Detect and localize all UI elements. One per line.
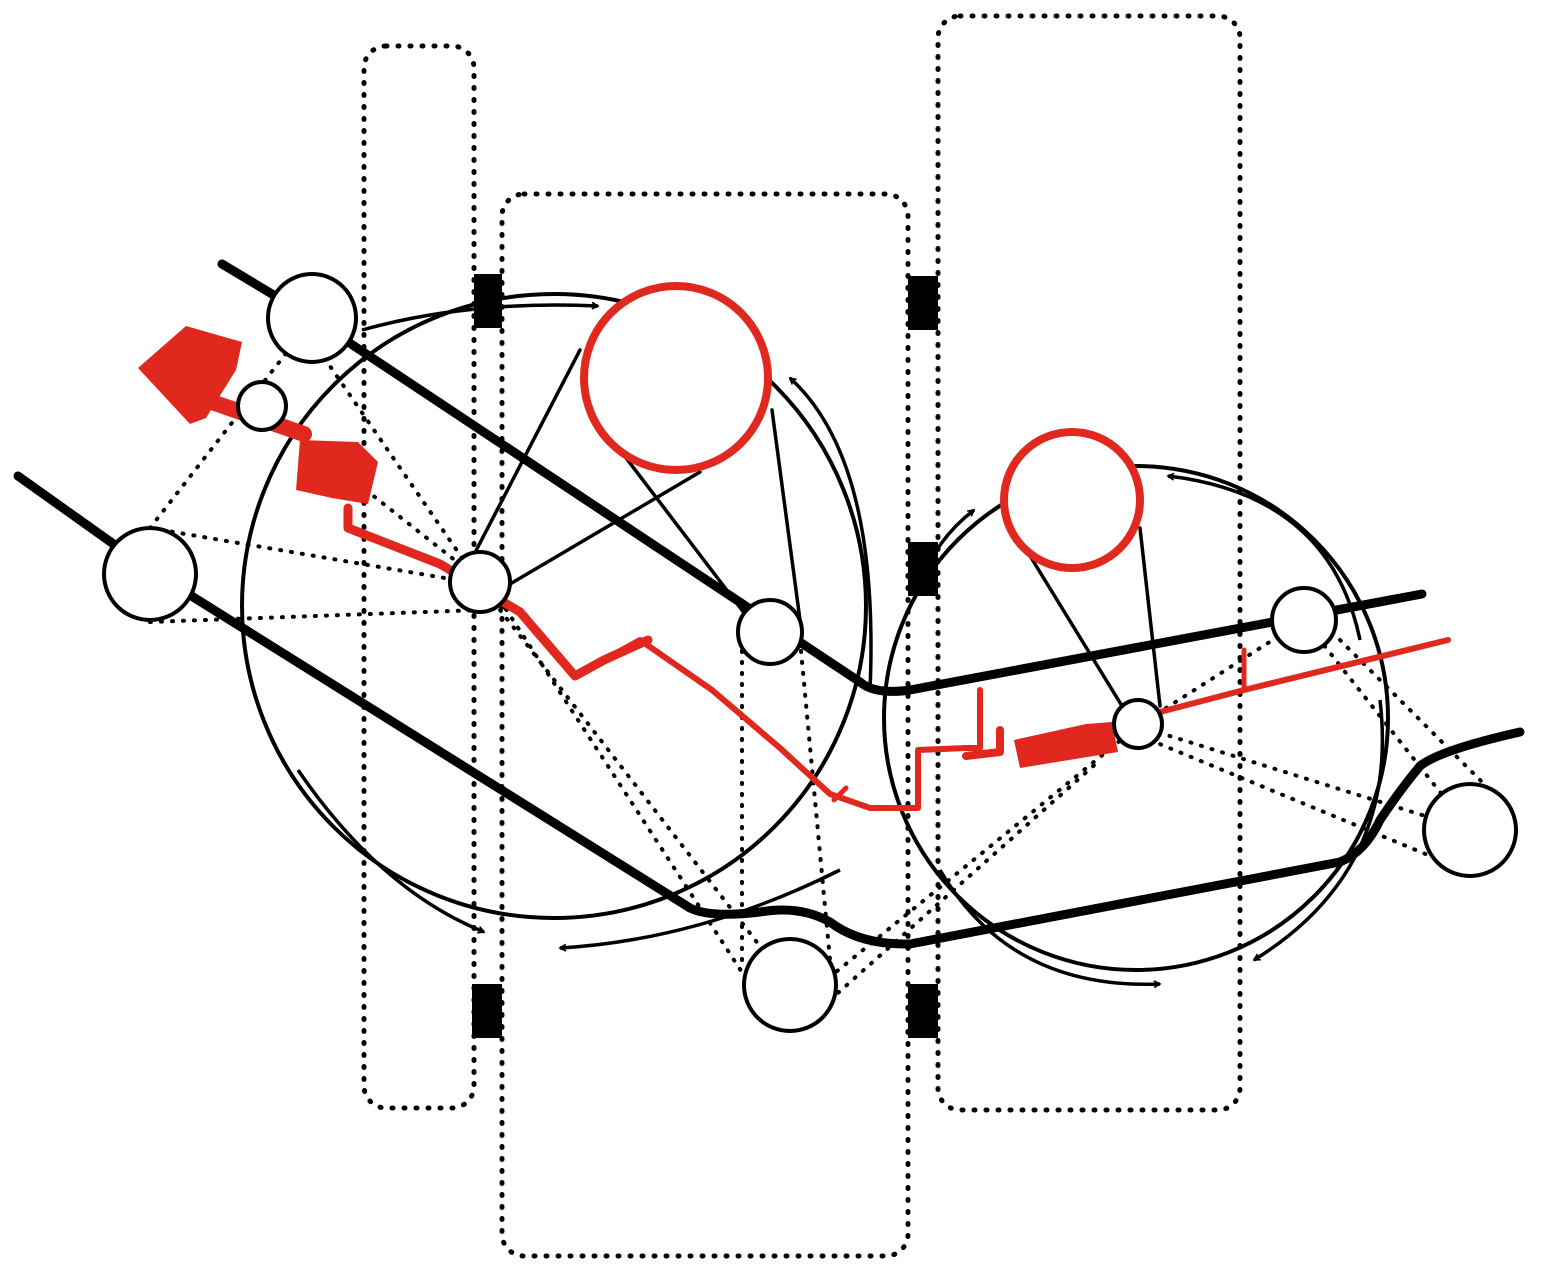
dotted-link (798, 638, 832, 962)
station-node (448, 550, 512, 614)
red-route-branch (831, 785, 849, 803)
station-block (908, 276, 938, 330)
dotted-link (148, 526, 482, 586)
flow-arrow (1168, 476, 1362, 641)
dotted-link (1148, 738, 1442, 862)
spoke-line (1022, 544, 1124, 708)
spoke-line (770, 408, 802, 622)
station-block-group (472, 274, 938, 1038)
red-route-group (138, 326, 1451, 811)
catchment-ring-right (882, 464, 1390, 972)
dotted-link (478, 582, 792, 987)
station-block (474, 274, 502, 328)
ring-group (240, 292, 1390, 972)
station-node (1422, 782, 1518, 878)
zone-center (499, 191, 911, 1259)
catchment-ring-left (240, 292, 868, 920)
station-block (908, 542, 938, 596)
dotted-link (1136, 724, 1472, 832)
station-node (236, 380, 288, 432)
red-building-block (296, 440, 378, 504)
red-hub-group (580, 282, 1144, 572)
road-upper (217, 259, 1427, 696)
flow-arrow (560, 868, 841, 948)
red-building-block (1014, 722, 1118, 768)
hub-circle-red (1000, 428, 1144, 572)
spoke-line (1138, 526, 1162, 708)
node-group (102, 272, 1518, 1033)
dotted-link (828, 758, 1102, 1002)
red-route-main (962, 726, 1004, 760)
flow-arrow (296, 769, 484, 932)
spoke-group (464, 348, 1162, 708)
station-node (736, 598, 804, 666)
station-node (102, 526, 198, 622)
flow-arrow (790, 376, 873, 691)
dotted-link (148, 608, 482, 624)
station-block (472, 984, 502, 1038)
spoke-line (498, 470, 702, 592)
station-node (1270, 586, 1338, 654)
dotted-link (818, 724, 1140, 987)
road-group (13, 259, 1525, 949)
spoke-line (618, 448, 750, 620)
station-node (266, 272, 358, 364)
flow-arrow (1254, 699, 1385, 962)
hub-circle-red (580, 282, 772, 474)
dotted-link (498, 598, 762, 1002)
station-node (742, 937, 838, 1033)
spoke-line (464, 348, 582, 572)
red-route-main (572, 637, 983, 811)
station-node (1112, 698, 1164, 750)
station-block (908, 984, 938, 1038)
dotted-link (1338, 638, 1492, 792)
road-lower (13, 471, 1525, 949)
flow-arrow (938, 869, 1160, 984)
zone-left (361, 43, 477, 1111)
